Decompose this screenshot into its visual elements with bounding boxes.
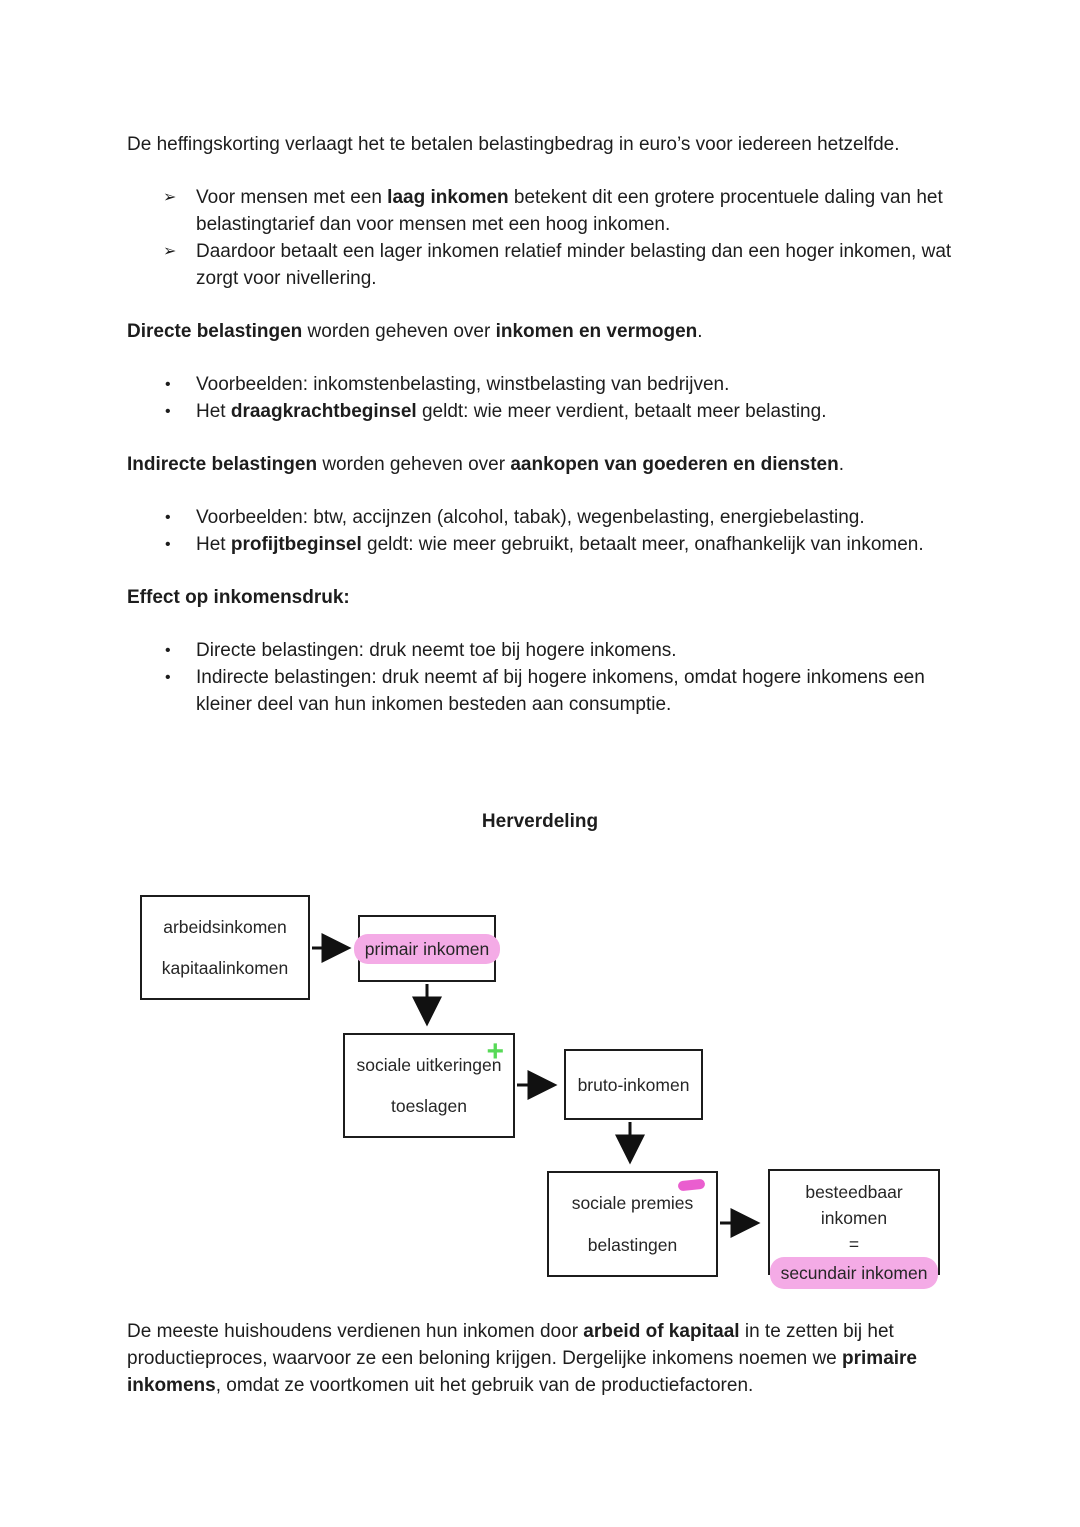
plus-icon: +	[486, 1035, 504, 1068]
indirect-belastingen-list: • Voorbeelden: btw, accijnzen (alcohol, …	[127, 504, 953, 558]
list-item: • Voorbeelden: btw, accijnzen (alcohol, …	[127, 504, 953, 531]
box-primair-inkomen: primair inkomen	[353, 915, 501, 982]
box-line: kapitaalinkomen	[161, 958, 289, 979]
list-item-text: Voorbeelden: inkomstenbelasting, winstbe…	[196, 374, 730, 395]
list-item-text: Het profijtbeginsel geldt: wie meer gebr…	[196, 534, 924, 555]
list-item-text: Het draagkrachtbeginsel geldt: wie meer …	[196, 401, 827, 422]
dot-bullet-icon: •	[165, 669, 171, 686]
list-item: • Voorbeelden: inkomstenbelasting, winst…	[127, 371, 953, 398]
box-line: belastingen	[587, 1235, 678, 1255]
highlighted-label: secundair inkomen	[769, 1257, 939, 1289]
dot-bullet-icon: •	[165, 509, 171, 526]
box-inkomensbronnen: arbeidsinkomen kapitaalinkomen	[140, 895, 310, 1000]
box-line: bruto-inkomen	[577, 1074, 690, 1095]
list-item-text: Daardoor betaalt een lager inkomen relat…	[196, 241, 952, 289]
list-item: • Indirecte belastingen: druk neemt af b…	[127, 664, 953, 718]
dot-bullet-icon: •	[165, 403, 171, 420]
box-line: sociale uitkeringen	[356, 1054, 502, 1075]
dot-bullet-icon: •	[165, 642, 171, 659]
list-item: ➢ Voor mensen met een laag inkomen betek…	[127, 184, 953, 238]
indirect-belastingen-heading: Indirecte belastingen worden geheven ove…	[127, 454, 844, 475]
list-item: • Het profijtbeginsel geldt: wie meer ge…	[127, 531, 953, 558]
box-besteedbaar-inkomen: besteedbaar inkomen = secundair inkomen	[768, 1169, 940, 1289]
box-line: =	[848, 1234, 860, 1254]
effect-inkomensdruk-heading: Effect op inkomensdruk:	[127, 587, 350, 608]
list-item-text: Voor mensen met een laag inkomen beteken…	[196, 187, 943, 235]
herverdeling-diagram: arbeidsinkomen kapitaalinkomen primair i…	[0, 885, 1080, 1297]
box-bruto-inkomen: bruto-inkomen	[564, 1049, 703, 1120]
box-line: sociale premies	[571, 1193, 694, 1213]
outro-paragraph: De meeste huishoudens verdienen hun inko…	[127, 1321, 917, 1396]
flow-arrows	[312, 933, 761, 1238]
minus-icon	[677, 1178, 706, 1192]
effect-inkomensdruk-list: • Directe belastingen: druk neemt toe bi…	[127, 637, 953, 718]
arrow-bullet-icon: ➢	[163, 189, 177, 206]
list-item-text: Directe belastingen: druk neemt toe bij …	[196, 640, 677, 661]
arrow-bullet-list: ➢ Voor mensen met een laag inkomen betek…	[127, 184, 953, 292]
list-item-text: Voorbeelden: btw, accijnzen (alcohol, ta…	[196, 507, 865, 528]
diagram-title: Herverdeling	[481, 811, 599, 832]
list-item: • Het draagkrachtbeginsel geldt: wie mee…	[127, 398, 953, 425]
list-item: ➢ Daardoor betaalt een lager inkomen rel…	[127, 238, 953, 292]
list-item-text: Indirecte belastingen: druk neemt af bij…	[196, 667, 925, 715]
list-item: • Directe belastingen: druk neemt toe bi…	[127, 637, 953, 664]
dot-bullet-icon: •	[165, 376, 171, 393]
box-line: besteedbaar inkomen	[805, 1182, 903, 1228]
intro-paragraph: De heffingskorting verlaagt het te betal…	[127, 134, 900, 155]
box-sociale-premies: sociale premies belastingen	[547, 1171, 718, 1277]
highlighted-label: primair inkomen	[353, 933, 501, 964]
box-line: toeslagen	[391, 1096, 467, 1117]
dot-bullet-icon: •	[165, 536, 171, 553]
box-line: arbeidsinkomen	[163, 916, 287, 937]
direct-belastingen-list: • Voorbeelden: inkomstenbelasting, winst…	[127, 371, 953, 425]
direct-belastingen-heading: Directe belastingen worden geheven over …	[127, 321, 703, 342]
box-sociale-uitkeringen: + sociale uitkeringen toeslagen	[343, 1033, 515, 1138]
arrow-bullet-icon: ➢	[163, 243, 177, 260]
